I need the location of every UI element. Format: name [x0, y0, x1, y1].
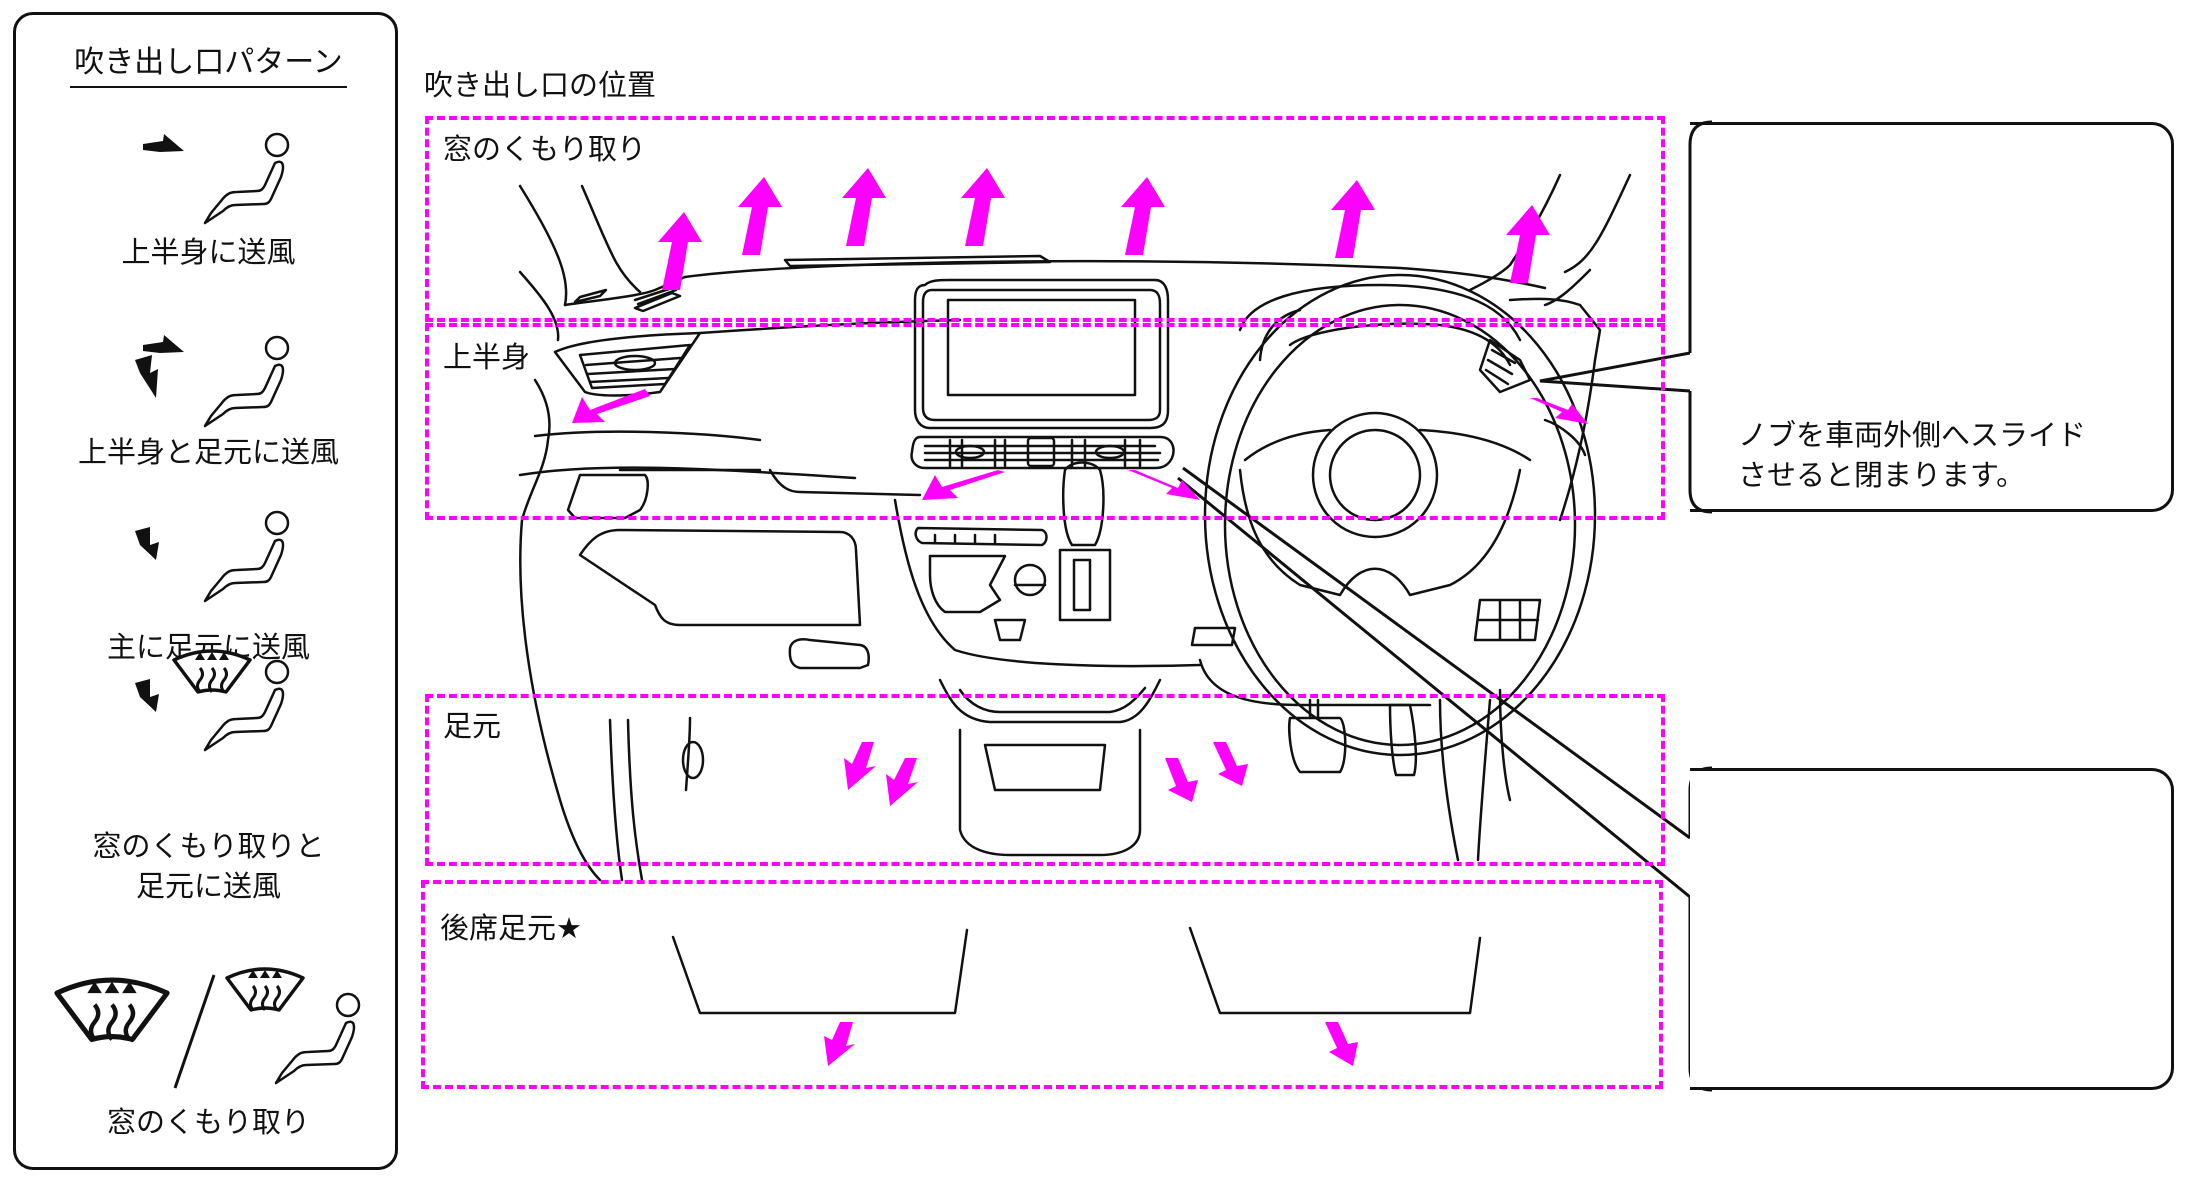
seated-person-icon — [274, 992, 361, 1085]
foot-arrow — [1165, 758, 1198, 802]
zone-label-feet: 足元 — [443, 709, 502, 743]
side-vent-callout-text-1: ノブを車両外側へスライド — [1738, 418, 2087, 452]
pattern-label-upper-body: 上半身に送風 — [121, 235, 296, 269]
seated-person-icon — [203, 132, 290, 225]
vent-pattern-legend: 吹き出し口パターン 上半身に送風 上半身と足元に送風 主に足元に送風 窓のくもり… — [13, 12, 398, 1170]
pattern-label-defrost-and-feet-2: 足元に送風 — [135, 869, 281, 903]
zone-label-upper-body: 上半身 — [443, 340, 531, 374]
defroster-icon — [225, 967, 305, 1012]
pattern-label-defrost-and-feet-1: 窓のくもり取りと — [92, 829, 325, 863]
upper-airflow-arrow-icon — [143, 134, 184, 152]
zone-rear-feet — [421, 880, 1663, 1089]
airflow-arrows — [572, 168, 1588, 1066]
zone-label-defrost: 窓のくもり取り — [443, 132, 647, 166]
legend-title-text: 吹き出し口パターン — [70, 45, 347, 88]
upper-body-arrow — [572, 389, 650, 423]
foot-arrow — [844, 742, 876, 790]
rear-foot-arrow — [824, 1022, 855, 1066]
zone-upper-body — [425, 323, 1665, 520]
pattern-label-defrost: 窓のくもり取り — [106, 1105, 310, 1139]
defroster-icon — [172, 649, 252, 694]
rear-foot-arrow — [1325, 1022, 1358, 1066]
center-vent-callout — [1690, 768, 2174, 1090]
upper-body-arrow — [922, 470, 1005, 500]
slash-separator — [173, 974, 216, 1089]
foot-arrow — [886, 758, 918, 806]
foot-airflow-arrow-icon — [135, 355, 158, 398]
zone-feet — [425, 694, 1665, 866]
defroster-icon — [57, 980, 167, 1039]
upper-body-arrow — [1128, 470, 1200, 500]
callout-pointers — [1177, 351, 1691, 899]
seated-person-icon — [203, 510, 290, 603]
dashboard-line-art — [518, 173, 1632, 1015]
foot-arrow — [1213, 742, 1248, 786]
seated-person-icon — [203, 335, 290, 428]
foot-airflow-arrow-icon — [135, 679, 159, 712]
pattern-label-upper-and-feet: 上半身と足元に送風 — [77, 435, 339, 469]
legend-icons — [57, 132, 361, 1089]
diagram-title: 吹き出し口の位置 — [424, 68, 657, 102]
upper-airflow-arrow-icon — [143, 335, 184, 353]
foot-airflow-arrow-icon — [135, 527, 159, 560]
zone-defrost — [425, 116, 1665, 322]
side-vent-callout — [1690, 122, 2174, 512]
side-vent-callout-text-2: させると閉まります。 — [1738, 458, 2026, 492]
legend-title: 吹き出し口パターン — [16, 37, 401, 88]
zone-label-rear-feet: 後席足元★ — [440, 911, 582, 945]
upper-body-arrow — [1530, 398, 1588, 424]
